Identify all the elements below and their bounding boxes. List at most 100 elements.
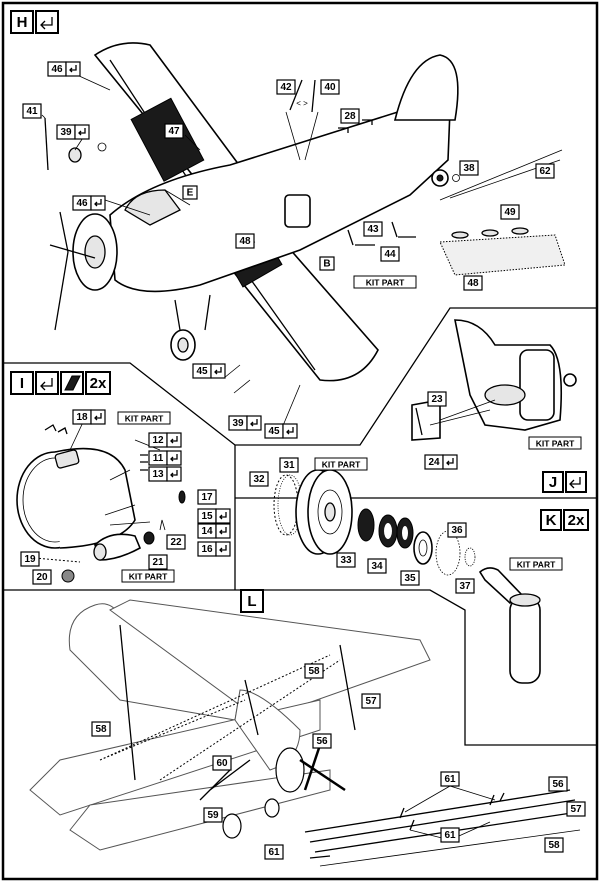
- svg-text:15: 15: [201, 511, 213, 522]
- steps-43-44: [347, 221, 416, 246]
- svg-text:18: 18: [76, 412, 88, 423]
- part-number-h-11: 38: [459, 160, 479, 176]
- cockpit-canopy: [124, 189, 181, 226]
- svg-text:35: 35: [404, 573, 416, 584]
- part-number-h-1: 41: [22, 103, 42, 119]
- svg-text:21: 21: [152, 557, 164, 568]
- part-number-wheel-6: 37: [455, 578, 475, 594]
- biplane-outline: [29, 599, 431, 851]
- undo-arrow-icon: [35, 371, 59, 395]
- part-number-l-10: 57: [566, 801, 586, 817]
- part-number-h-6: 42: [276, 79, 296, 95]
- undo-arrow-icon: [219, 512, 227, 520]
- part-number-l-0: 58: [304, 663, 324, 679]
- pe-fret-49: [439, 227, 566, 276]
- step-j-letter: J: [549, 474, 557, 491]
- i-leaders: [69, 417, 161, 526]
- undo-arrow-icon: [166, 450, 182, 466]
- step-l-badge: [240, 589, 264, 613]
- undo-arrow-icon: [442, 454, 458, 470]
- undo-arrow-icon: [90, 409, 106, 425]
- wheel: [295, 469, 353, 555]
- step-l-letter: L: [247, 593, 256, 610]
- part-number-h-10: 44: [380, 246, 400, 262]
- part-number-i-5: 15: [197, 508, 231, 524]
- svg-text:62: 62: [539, 166, 551, 177]
- step-h-letter: H: [17, 14, 28, 31]
- undo-arrow-icon: [94, 199, 102, 207]
- undo-arrow-icon: [215, 523, 231, 539]
- part-number-i-9: 21: [148, 554, 168, 570]
- pointer-glyph: < >: [296, 99, 308, 108]
- part-number-i-2: 11: [148, 450, 182, 466]
- part-number-j-1: 24: [424, 454, 458, 470]
- undo-arrow-icon: [246, 415, 262, 431]
- part-20: [61, 569, 75, 583]
- step-k-letter: K: [546, 512, 557, 529]
- marker-e-box: [182, 185, 198, 200]
- part-number-l-4: 60: [212, 755, 232, 771]
- l-leaders: [404, 785, 496, 841]
- undo-arrow-icon: [214, 367, 222, 375]
- antennas-42-40: [289, 79, 316, 113]
- step-i-badge: [10, 371, 34, 395]
- svg-text:58: 58: [548, 840, 560, 851]
- undo-arrow-icon: [565, 471, 587, 493]
- fuselage: [109, 54, 459, 293]
- svg-text:42: 42: [280, 82, 292, 93]
- svg-text:38: 38: [463, 163, 475, 174]
- part-number-h-12: 62: [535, 163, 555, 179]
- undo-arrow-icon: [286, 427, 294, 435]
- svg-text:23: 23: [431, 394, 443, 405]
- undo-arrow-icon: [90, 195, 106, 211]
- kit-part-i: KIT PART: [125, 414, 164, 424]
- undo-arrow-icon: [282, 423, 298, 439]
- svg-text:48: 48: [467, 278, 479, 289]
- part-number-i-11: 20: [32, 569, 52, 585]
- marker-e: E: [187, 188, 194, 199]
- part-number-h-9: 43: [363, 221, 383, 237]
- svg-text:34: 34: [371, 561, 383, 572]
- part-17: [178, 490, 186, 504]
- svg-text:28: 28: [344, 111, 356, 122]
- struts-58-57: [119, 624, 356, 781]
- svg-text:61: 61: [444, 830, 456, 841]
- gear-35: [413, 531, 433, 565]
- svg-text:40: 40: [324, 82, 336, 93]
- svg-text:17: 17: [201, 492, 213, 503]
- kit-part-i2: KIT PART: [129, 572, 168, 582]
- svg-text:32: 32: [253, 474, 265, 485]
- undo-arrow-icon: [170, 454, 178, 462]
- svg-text:45: 45: [268, 426, 280, 437]
- svg-text:48: 48: [239, 236, 251, 247]
- side-window: [284, 194, 311, 228]
- part-19-lead: [34, 557, 81, 563]
- exhaust-pipe-kit: [478, 567, 541, 684]
- part-number-h-15: 45: [192, 363, 226, 379]
- part-number-wheel-4: 35: [400, 570, 420, 586]
- ring-32: [273, 474, 299, 536]
- kit-part-k: KIT PART: [517, 560, 556, 570]
- part-number-wheel-1: 31: [279, 457, 299, 473]
- vertical-fin: [393, 54, 459, 121]
- marker-b-box: [319, 256, 335, 271]
- cowling-ring: [16, 447, 136, 549]
- round-fitting: [563, 373, 577, 387]
- part-number-i-8: 22: [166, 534, 186, 550]
- decal-47-area: [130, 97, 205, 182]
- strut-41: [44, 117, 49, 171]
- part-number-h-0: 46: [47, 61, 81, 77]
- svg-text:33: 33: [340, 555, 352, 566]
- step-k-badge: [540, 509, 562, 531]
- part-number-i-1: 12: [148, 432, 182, 448]
- part-number-i-4: 17: [197, 489, 217, 505]
- part-number-wheel-2: 33: [336, 552, 356, 568]
- part-22: [159, 519, 166, 531]
- part-number-l-1: 57: [361, 693, 381, 709]
- undo-arrow-icon: [215, 508, 231, 524]
- svg-text:19: 19: [24, 554, 36, 565]
